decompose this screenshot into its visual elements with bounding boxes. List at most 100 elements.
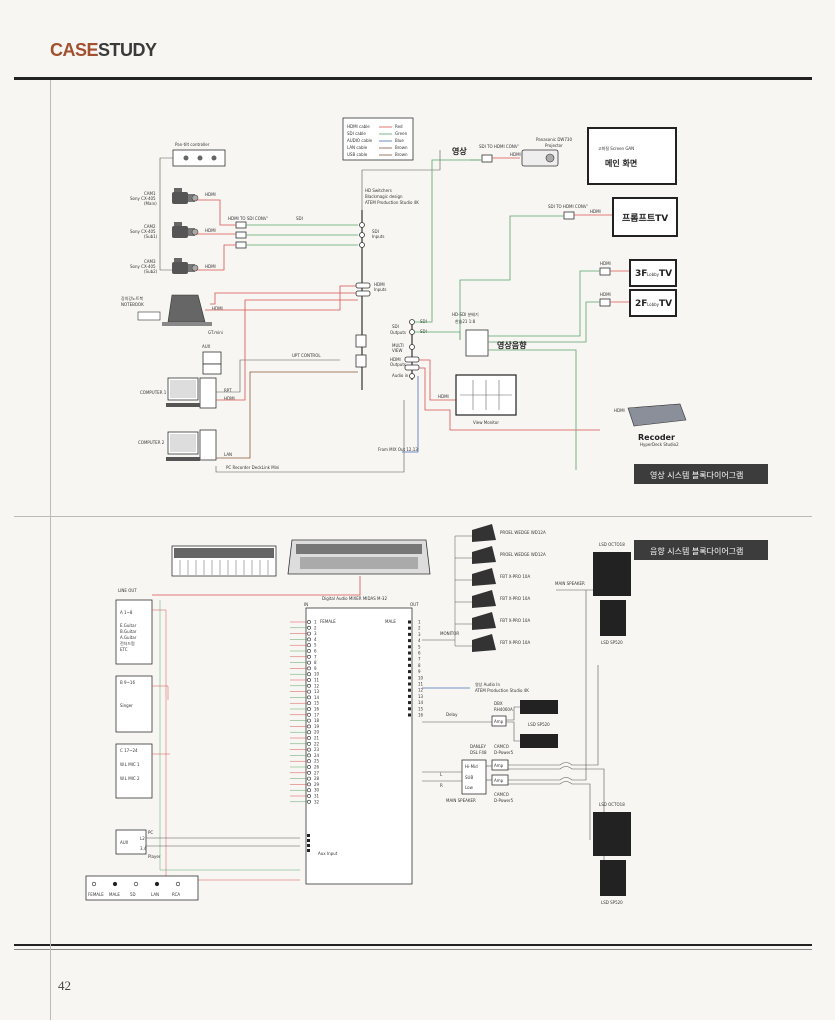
camera-2: CAM2 Sony CX-405 (Sub1) HDMI xyxy=(130,221,216,239)
mixer-input-port: 8 xyxy=(290,660,317,665)
svg-text:29: 29 xyxy=(314,782,320,787)
svg-text:W.L MIC 1: W.L MIC 1 xyxy=(120,762,140,767)
tv-3f xyxy=(629,259,677,287)
svg-text:SDI TO HDMI CONV': SDI TO HDMI CONV' xyxy=(548,204,588,209)
svg-text:A 1~8: A 1~8 xyxy=(120,610,133,615)
svg-text:HD Switchers: HD Switchers xyxy=(365,188,392,193)
svg-text:A.Guitar: A.Guitar xyxy=(120,635,137,640)
mixer-output-port: 13 xyxy=(408,694,424,699)
svg-text:한솔21 1:8: 한솔21 1:8 xyxy=(455,318,476,324)
svg-text:Player: Player xyxy=(148,854,161,859)
mixer-output-port: 4 xyxy=(408,638,421,643)
mixer-output-port: 5 xyxy=(408,644,421,649)
svg-text:SDI: SDI xyxy=(420,329,427,334)
camera-icon xyxy=(171,257,199,275)
svg-text:HDMI: HDMI xyxy=(600,292,611,297)
svg-text:Amp: Amp xyxy=(494,763,504,768)
svg-text:SDI: SDI xyxy=(372,229,379,234)
svg-text:HDMI: HDMI xyxy=(438,394,449,399)
mixer-input-port: 20 xyxy=(290,730,320,735)
camera-icon xyxy=(171,221,199,239)
main-speaker-bottom-sub xyxy=(593,812,631,856)
svg-text:1: 1 xyxy=(418,620,421,625)
svg-text:D-Power5: D-Power5 xyxy=(494,750,514,755)
svg-text:FEMALE: FEMALE xyxy=(88,892,104,897)
svg-text:27: 27 xyxy=(314,770,320,775)
svg-text:Amp: Amp xyxy=(494,778,504,783)
mixer-output-port: 6 xyxy=(408,651,421,656)
svg-text:B 9~16: B 9~16 xyxy=(120,680,135,685)
dsp-box xyxy=(461,759,487,795)
atem-switcher: HD Switchers Blackmagic design ATEM Prod… xyxy=(355,188,419,390)
svg-text:SUB: SUB xyxy=(465,775,473,780)
svg-text:TV: TV xyxy=(659,299,672,309)
svg-text:MAIN SPEAKER: MAIN SPEAKER xyxy=(446,798,476,803)
svg-text:TV: TV xyxy=(659,269,672,279)
svg-text:22: 22 xyxy=(314,741,320,746)
video-section-title: 영상 시스템 블록다이어그램 xyxy=(650,470,743,480)
svg-text:Amp: Amp xyxy=(494,719,504,724)
svg-text:FBT X-PRO 10A: FBT X-PRO 10A xyxy=(500,596,530,601)
svg-text:PROEL WEDGE WD12A: PROEL WEDGE WD12A xyxy=(500,530,546,535)
svg-text:프롬프트TV: 프롬프트TV xyxy=(622,213,668,224)
svg-text:24: 24 xyxy=(314,753,320,758)
mixer-output-port: 7 xyxy=(408,657,421,662)
svg-text:HDMI cable: HDMI cable xyxy=(347,124,370,129)
svg-text:10: 10 xyxy=(418,675,424,680)
svg-text:MONITOR: MONITOR xyxy=(440,631,459,636)
mixer-input-port: 5 xyxy=(290,643,317,648)
svg-text:DANLEY: DANLEY xyxy=(470,744,486,749)
audio-section-title: 음향 시스템 블록다이어그램 xyxy=(650,546,743,556)
svg-text:Hi-Mid: Hi-Mid xyxy=(465,764,478,769)
svg-text:16: 16 xyxy=(314,707,320,712)
mixer-input-port: 23 xyxy=(290,747,320,752)
wedge-speaker: FBT X-PRO 10A xyxy=(455,590,530,608)
svg-text:25: 25 xyxy=(314,759,320,764)
audio-diagram: 음향 시스템 블록다이어그램 LINE OUT A 1~8 E.Guitar B… xyxy=(85,524,768,905)
sdi-splitter xyxy=(465,329,489,357)
svg-text:HDMI: HDMI xyxy=(205,264,216,269)
svg-text:Aux Input: Aux Input xyxy=(318,851,338,856)
svg-text:FBT X-PRO 10A: FBT X-PRO 10A xyxy=(500,618,530,623)
mixer-input-port: 13 xyxy=(290,689,320,694)
svg-text:14: 14 xyxy=(418,700,424,705)
svg-text:HDMI: HDMI xyxy=(224,396,235,401)
lan-connector-icon: LAN xyxy=(151,881,160,897)
rca-connector-icon: RCA xyxy=(172,881,180,897)
svg-text:Panasonic DW730: Panasonic DW730 xyxy=(536,137,572,142)
mixer-input-port: 7 xyxy=(290,654,317,659)
svg-text:ATEM Production Studio 4K: ATEM Production Studio 4K xyxy=(365,200,419,205)
svg-text:Inputs: Inputs xyxy=(372,234,384,239)
svg-text:18: 18 xyxy=(314,718,320,723)
footer-rule-top xyxy=(14,944,812,946)
svg-text:R: R xyxy=(440,783,443,788)
main-speaker-bottom xyxy=(600,860,626,896)
svg-text:3: 3 xyxy=(418,632,421,637)
svg-text:13: 13 xyxy=(314,689,320,694)
svg-text:5: 5 xyxy=(314,643,317,648)
svg-text:11: 11 xyxy=(314,678,320,683)
svg-text:11: 11 xyxy=(418,682,424,687)
svg-text:5: 5 xyxy=(418,644,421,649)
svg-text:CAM1: CAM1 xyxy=(144,191,156,196)
svg-text:RH4060A: RH4060A xyxy=(494,707,513,712)
female-connector-icon: FEMALE xyxy=(88,881,104,897)
svg-text:강의강노트북: 강의강노트북 xyxy=(121,295,143,301)
svg-text:ATEM Production Studio 4K: ATEM Production Studio 4K xyxy=(475,688,529,693)
svg-text:28: 28 xyxy=(314,776,320,781)
svg-text:전자드럼: 전자드럼 xyxy=(120,640,135,646)
svg-text:PC Recorder DeckLink Mini: PC Recorder DeckLink Mini xyxy=(226,465,279,470)
mixer-input-port: 27 xyxy=(290,770,320,775)
svg-text:영상음향: 영상음향 xyxy=(497,340,527,350)
svg-text:7: 7 xyxy=(418,657,421,662)
svg-text:HDMI: HDMI xyxy=(205,228,216,233)
wedge-speaker: FBT X-PRO 10A xyxy=(455,612,530,630)
svg-text:HDMI: HDMI xyxy=(212,306,223,311)
svg-text:9: 9 xyxy=(418,669,421,674)
svg-text:3: 3 xyxy=(314,631,317,636)
svg-text:MULTI: MULTI xyxy=(392,343,404,348)
